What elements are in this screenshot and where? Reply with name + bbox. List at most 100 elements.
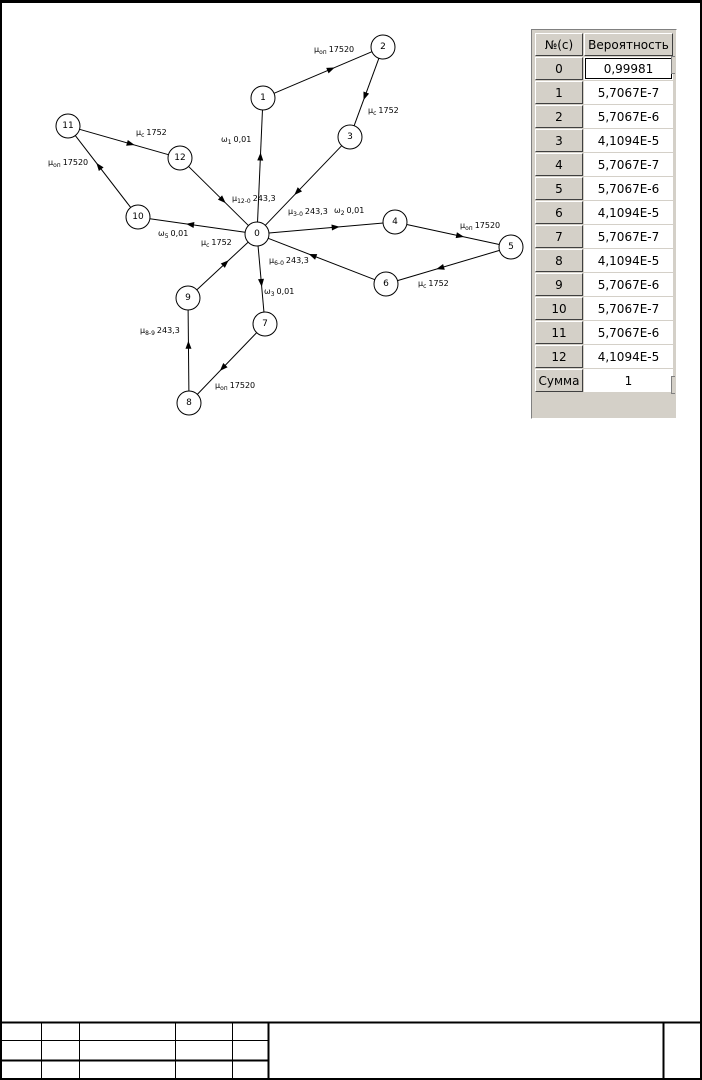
probability-cell[interactable]: 4,1094E-5 [584,345,673,368]
node-label: 1 [260,93,266,103]
node-circle [373,271,399,297]
state-number-cell[interactable]: 3 [535,129,583,152]
state-node-5: 5 [498,234,524,260]
arrowhead-0-4 [331,224,340,231]
edge-12-0 [188,166,249,226]
probability-cell[interactable]: 5,7067E-7 [584,153,673,176]
state-number-cell[interactable]: 0 [535,57,583,80]
rate-symbol: μ [314,45,319,54]
edge-4-5 [406,224,500,245]
sum-value-cell[interactable]: 1 [584,369,673,392]
column-header-probability[interactable]: Вероятность [584,33,673,56]
rate-subscript: 8-9 [145,330,155,337]
edge-9-0 [196,241,249,291]
arrowhead-4-5 [455,232,465,239]
probability-cell[interactable]: 5,7067E-6 [584,273,673,296]
edge-0-1 [257,109,263,223]
edges [74,51,500,395]
state-node-0: 0 [244,221,270,247]
state-number-cell[interactable]: 2 [535,105,583,128]
state-number-cell[interactable]: 11 [535,321,583,344]
probability-cell[interactable]: 5,7067E-7 [584,81,673,104]
node-label: 5 [508,242,514,252]
arrowhead-3-0 [294,187,303,196]
probability-cell[interactable]: 4,1094E-5 [584,249,673,272]
arrowhead-5-6 [436,263,445,270]
probability-cell[interactable]: 0,99981 [584,57,673,80]
arrowhead-8-9 [185,340,192,349]
rate-subscript: 5 [165,233,169,240]
rate-subscript: 2 [341,210,345,217]
rate-value: 17520 [230,381,255,390]
state-number-cell[interactable]: 1 [535,81,583,104]
rate-value: 0,01 [277,287,295,296]
state-number-cell[interactable]: 7 [535,225,583,248]
state-node-7: 7 [252,311,278,337]
edge-11-12 [79,128,169,156]
title-block-lines [0,1021,702,1080]
state-number-cell[interactable]: 10 [535,297,583,320]
probability-cell[interactable]: 5,7067E-7 [584,225,673,248]
rate-value: 243,3 [286,256,309,265]
probability-cell[interactable]: 5,7067E-6 [584,105,673,128]
state-number-cell[interactable]: 8 [535,249,583,272]
probability-cell[interactable]: 5,7067E-6 [584,321,673,344]
scrollbar-top-stub[interactable] [671,56,675,74]
node-label: 6 [383,279,389,289]
node-label: 0 [254,229,260,239]
arrowhead-7-8 [219,363,228,371]
state-node-6: 6 [373,271,399,297]
edge-6-0 [268,237,375,281]
rate-symbol: μ [48,158,53,167]
probability-cell[interactable]: 4,1094E-5 [584,201,673,224]
rate-symbol: ω [221,135,228,144]
state-node-8: 8 [176,390,202,416]
state-node-2: 2 [370,34,396,60]
rate-subscript: 12-0 [237,198,251,205]
column-header-state[interactable]: №(с) [535,33,583,56]
rate-subscript: оп [465,225,473,232]
arrowhead-0-10 [186,222,195,228]
arrowhead-2-3 [363,91,370,101]
probability-cell[interactable]: 5,7067E-6 [584,177,673,200]
scrollbar-bottom-stub[interactable] [671,376,675,394]
probability-cell[interactable]: 5,7067E-7 [584,297,673,320]
state-number-cell[interactable]: 9 [535,273,583,296]
rate-symbol: ω [158,229,165,238]
rate-subscript: оп [220,385,228,392]
state-number-cell[interactable]: 4 [535,153,583,176]
node-circle [125,204,151,230]
edge-0-10 [149,218,246,233]
node-circle [244,221,270,247]
sum-label-cell[interactable]: Сумма [535,369,583,392]
state-number-cell[interactable]: 5 [535,177,583,200]
probability-cell[interactable]: 4,1094E-5 [584,129,673,152]
rate-symbol: μ [288,207,293,216]
rate-subscript: оп [319,49,327,56]
state-number-cell[interactable]: 12 [535,345,583,368]
rate-subscript: 6-0 [274,260,284,267]
state-number-cell[interactable]: 6 [535,201,583,224]
